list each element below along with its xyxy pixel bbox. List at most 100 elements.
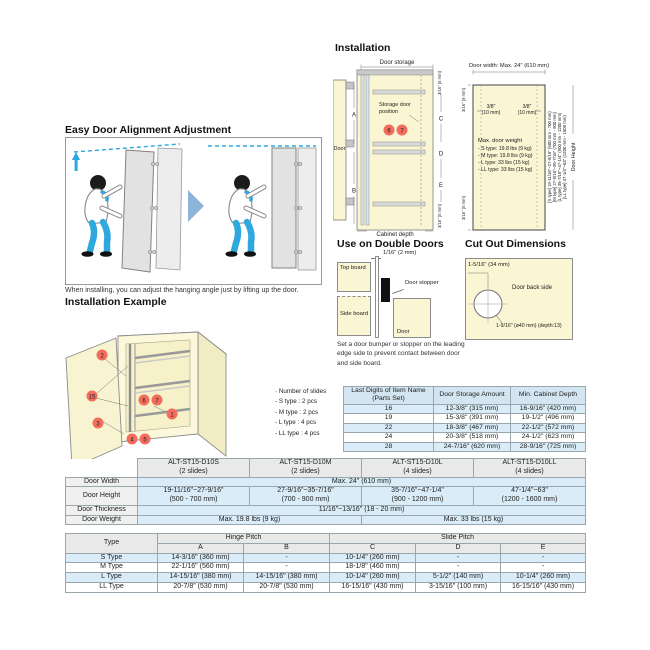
spec-table: ALT-ST15-D10S (2 slides) ALT-ST15-D10M (… xyxy=(65,458,586,526)
top-gap-label: 3/16" (5 mm) xyxy=(461,87,466,112)
easy-adjust-drawing xyxy=(72,143,317,273)
easy-adjust-caption: When installing, you can adjust the hang… xyxy=(65,287,299,294)
height-range-l: [L type] 35-7/16"~47-1/4" (900 mm - 1200… xyxy=(557,112,562,201)
cell: 20-7/8" (530 mm) xyxy=(242,581,331,593)
cell: Max. 19.8 lbs (9 kg) xyxy=(137,514,362,526)
cell: - xyxy=(500,562,587,573)
cell: 18-1/8" (460 mm) xyxy=(329,562,417,573)
gap-bottom-label: 3/16" (5 mm) xyxy=(437,203,442,228)
slide-rail xyxy=(134,407,191,418)
dim-e-label: E xyxy=(439,183,443,189)
cell: 28 xyxy=(343,441,434,453)
double-doors-diagram: 1/16" (2 mm) Top board Side board Door D… xyxy=(337,250,462,340)
fixed-panel xyxy=(155,147,183,271)
top-board: Top board xyxy=(337,262,371,292)
col-header: B xyxy=(242,542,331,554)
cell: 16-15/16" (430 mm) xyxy=(500,581,587,593)
cell: 24-1/2" (623 mm) xyxy=(510,432,586,443)
hinge-icon xyxy=(345,139,355,148)
table-row: 24 20-3/8" (518 mm) 24-1/2" (623 mm) xyxy=(343,432,586,443)
table-row: Door Width Max. 24" (610 mm) xyxy=(65,476,586,488)
door-stopper-label: Door stopper xyxy=(405,280,439,286)
table-row: 28 24-7/16" (620 mm) 28-9/16" (725 mm) xyxy=(343,441,586,453)
part-number-badge xyxy=(383,124,395,136)
slide-rail xyxy=(134,349,191,360)
door-panel-closed xyxy=(333,79,347,221)
cell: S Type xyxy=(65,552,158,564)
cell: 16-9/16" (420 mm) xyxy=(510,403,586,415)
installation-example-title: Installation Example xyxy=(65,296,167,308)
easy-adjust-illustration xyxy=(65,137,322,285)
bottom-gap-label: 3/16" (5 mm) xyxy=(461,195,466,220)
door-back-panel xyxy=(472,84,546,231)
dim-a-label: A xyxy=(352,113,356,119)
cell: - xyxy=(415,562,502,573)
cell: 20-3/8" (518 mm) xyxy=(433,432,511,443)
side-gap-left-label: 3/8" xyxy=(487,104,496,110)
installer-figure xyxy=(226,175,265,257)
installation-title: Installation xyxy=(335,42,391,54)
model-header: ALT-ST15-D10LL (4 slides) xyxy=(473,458,586,478)
cell: L Type xyxy=(65,572,158,583)
number-of-slides-note: · Number of slides - S type : 2 pcs - M … xyxy=(275,387,326,439)
slide-rail xyxy=(372,149,426,155)
corner-cell xyxy=(65,458,138,477)
installation-example-drawing: 2 15 3 6 7 1 4 5 xyxy=(65,331,228,461)
col-header: D xyxy=(415,542,502,554)
table-row: Door Weight Max. 19.8 lbs (9 kg) Max. 33… xyxy=(65,514,586,526)
storage-door-position-label: Storage door xyxy=(379,102,411,108)
table-row: M Type 22-1/16" (560 mm) - 18-1/8" (460 … xyxy=(65,562,587,573)
cell: 16-15/16" (430 mm) xyxy=(329,581,417,593)
door-back-side-label: Door back side xyxy=(512,285,553,291)
aligned-door-panel xyxy=(271,147,297,269)
slide-rail xyxy=(372,89,426,95)
hinge-icon xyxy=(345,81,355,90)
svg-text:- S type: 19.8 lbs (9 kg): - S type: 19.8 lbs (9 kg) xyxy=(478,146,532,152)
note-item: - L type : 4 pcs xyxy=(275,419,317,427)
door-width-label: Door width: Max. 24" (610 mm) xyxy=(469,63,549,69)
table-row: 22 18-3/8" (467 mm) 22-1/2" (572 mm) xyxy=(343,422,586,434)
cell: Max. 33 lbs (15 kg) xyxy=(361,514,586,526)
cell: 19 xyxy=(343,413,434,424)
tilted-door-panel xyxy=(121,149,155,273)
row-label: Door Width xyxy=(65,476,138,488)
svg-text:- LL type: 33 lbs (15 kg): - LL type: 33 lbs (15 kg) xyxy=(478,167,533,173)
type-header: Type xyxy=(65,533,158,554)
group-header-row: Type Hinge Pitch Slide Pitch xyxy=(65,533,587,554)
cut-out-diagram: 1-5/16" (34 mm) Door back side 1-9/16" (… xyxy=(465,258,573,340)
note-title: · Number of slides xyxy=(275,388,327,395)
table-row: 16 12-3/8" (315 mm) 16-9/16" (420 mm) xyxy=(343,403,586,415)
svg-text:1: 1 xyxy=(170,412,174,418)
header-cell: Min. Cabinet Depth xyxy=(510,386,586,405)
model-header-row: ALT-ST15-D10S (2 slides) ALT-ST15-D10M (… xyxy=(65,458,586,478)
hinge-icon xyxy=(345,197,355,206)
slide-rail xyxy=(134,379,191,390)
front-door-edge xyxy=(375,256,379,338)
col-header: E xyxy=(500,542,587,554)
cell: - xyxy=(415,552,502,564)
note-item: - LL type : 4 pcs xyxy=(275,429,320,437)
hinge-pitch-header: Hinge Pitch xyxy=(156,533,331,544)
svg-text:(10 mm): (10 mm) xyxy=(518,110,537,116)
double-doors-title: Use on Double Doors xyxy=(337,238,444,250)
cell: 24 xyxy=(343,432,434,443)
cell: 5-1/2" (140 mm) xyxy=(415,572,502,583)
fixed-panel xyxy=(297,147,317,271)
svg-text:4: 4 xyxy=(130,437,134,443)
header-cell: Door Storage Amount xyxy=(433,386,511,405)
cell: 20-7/8" (530 mm) xyxy=(157,581,244,593)
pitch-table: Type Hinge Pitch Slide Pitch A B C D E S… xyxy=(65,533,587,593)
after-adjust-illustration xyxy=(208,145,317,271)
row-label: Door Height xyxy=(65,486,138,506)
offset-dim-label: 1-5/16" (34 mm) xyxy=(468,262,510,268)
part-number-badge xyxy=(396,124,408,136)
part-number-badges: 2 15 3 6 7 1 4 5 xyxy=(86,349,178,445)
door-storage-label: Door storage xyxy=(380,60,415,66)
installation-side-diagram: Door storage Storage door position 6 7 D… xyxy=(333,60,444,238)
cell: 24-7/16" (620 mm) xyxy=(433,441,511,453)
svg-text:2: 2 xyxy=(100,353,104,359)
cell: - xyxy=(242,552,331,564)
col-header: A xyxy=(157,542,244,554)
cell: 22-1/16" (560 mm) xyxy=(157,562,244,573)
